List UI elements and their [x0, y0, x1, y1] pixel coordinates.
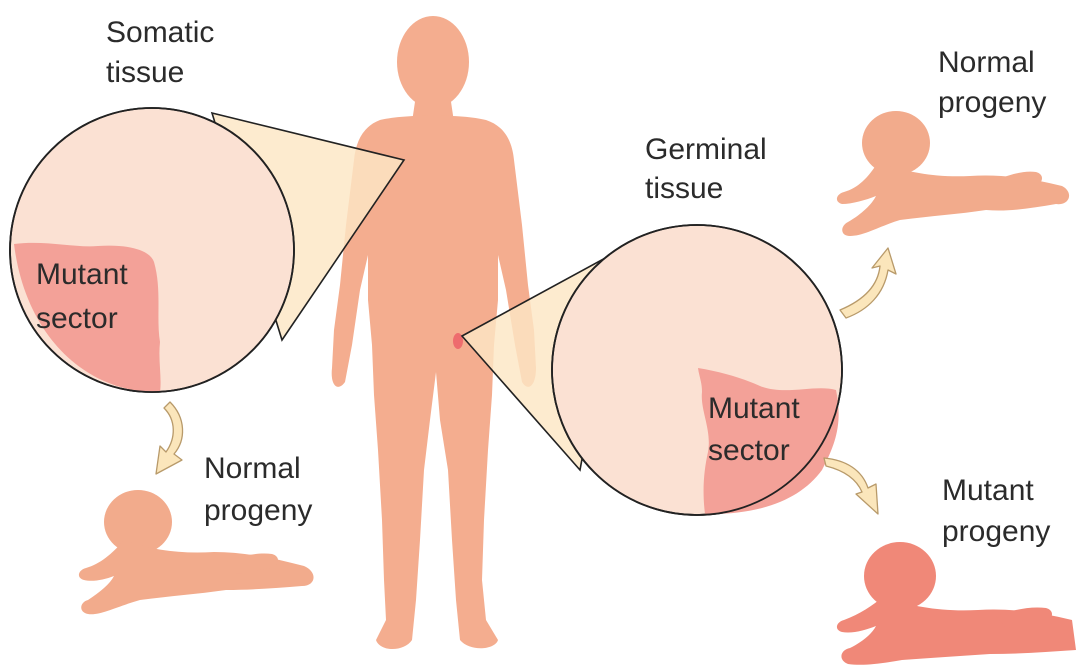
somatic-tissue-label-line1: Somatic [106, 16, 214, 49]
right-mutant-sector-label-line1: Mutant [708, 392, 800, 425]
mutant-progeny-baby [837, 542, 1076, 665]
arrow-to-top-normal-progeny [840, 248, 896, 318]
somatic-tissue-label-line2: tissue [106, 56, 184, 89]
top-normal-progeny-label-line1: Normal [938, 46, 1035, 79]
left-mutant-sector-label-line1: Mutant [36, 258, 128, 291]
germinal-tissue-label-line2: tissue [645, 172, 723, 205]
left-normal-progeny-label-line2: progeny [204, 494, 312, 527]
right-mutant-sector-label-line2: sector [708, 434, 790, 467]
arrow-to-mutant-progeny [824, 458, 878, 514]
arrow-to-left-normal-progeny [156, 402, 183, 474]
mutant-progeny-label-line2: progeny [942, 515, 1050, 548]
left-mutant-sector-label-line2: sector [36, 302, 118, 335]
top-normal-progeny-label-line2: progeny [938, 86, 1046, 119]
normal-progeny-baby-top-right [837, 111, 1069, 236]
left-normal-progeny-label-line1: Normal [204, 452, 301, 485]
mutant-progeny-label-line1: Mutant [942, 474, 1034, 507]
germinal-tissue-label-line1: Germinal [645, 133, 767, 166]
